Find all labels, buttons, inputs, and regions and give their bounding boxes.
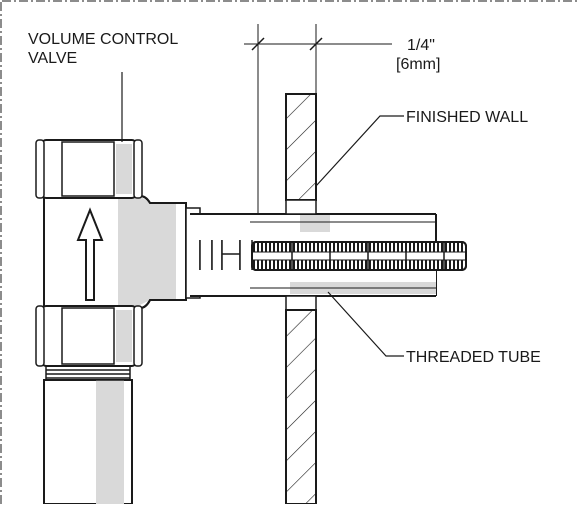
supply-pipe xyxy=(43,365,133,505)
dimension-metric-label: [6mm] xyxy=(396,56,440,73)
finished-wall-label: FINISHED WALL xyxy=(406,109,528,126)
threaded-tube-label: THREADED TUBE xyxy=(406,349,541,366)
lower-hex-nut xyxy=(35,305,143,367)
finished-wall xyxy=(285,93,317,505)
valve-body xyxy=(43,195,187,310)
upper-hex-nut xyxy=(35,139,143,199)
knurled-stem xyxy=(251,241,467,271)
dimension-fraction-label: 1/4" xyxy=(407,37,435,54)
dimension-marker xyxy=(244,24,392,214)
leader-lines xyxy=(121,72,404,357)
flow-direction-arrow xyxy=(76,207,104,301)
valve-label-line1: VOLUME CONTROL xyxy=(28,31,178,48)
valve-label-line2: VALVE xyxy=(28,50,77,67)
